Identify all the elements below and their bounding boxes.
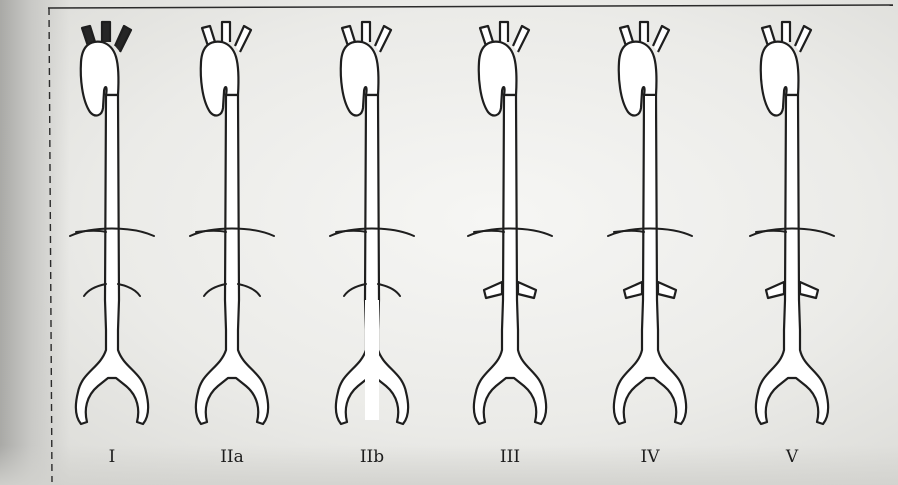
renal-artery-right: [800, 282, 818, 298]
aorta-type-iia: [190, 22, 274, 424]
aorta-type-v: [750, 22, 834, 424]
renal-artery-left: [624, 282, 642, 298]
type-label: V: [785, 447, 799, 467]
renal-artery-right: [658, 282, 676, 298]
type-label: I: [109, 447, 116, 467]
renal-artery-left: [204, 284, 226, 296]
supra-aortic-branch: [795, 26, 811, 52]
supra-aortic-branch: [640, 22, 648, 42]
renal-artery-left: [484, 282, 502, 298]
intercostal-branch: [474, 231, 504, 232]
renal-artery-left: [344, 284, 366, 296]
aorta-type-iii: [468, 22, 552, 424]
aorta-type-iv: [608, 22, 692, 424]
supra-aortic-branch: [782, 22, 790, 42]
supra-aortic-branch: [500, 22, 508, 42]
renal-artery-right: [238, 284, 260, 296]
renal-artery-right: [378, 284, 400, 296]
supra-aortic-branch: [222, 22, 230, 42]
supra-aortic-branch: [102, 22, 110, 42]
supra-aortic-branch: [115, 26, 131, 52]
intercostal-branch: [614, 231, 644, 232]
aorta-type-i: [70, 22, 154, 424]
frame-left-line: [49, 8, 52, 482]
intercostal-branch: [196, 231, 226, 232]
supra-aortic-branch: [235, 26, 251, 52]
descending-aorta: [196, 95, 268, 424]
supra-aortic-branch: [362, 22, 370, 42]
descending-aorta: [474, 95, 546, 424]
intercostal-branch: [76, 231, 106, 232]
type-label: III: [500, 447, 520, 467]
supra-aortic-branch: [653, 26, 669, 52]
intercostal-branch: [336, 231, 366, 232]
aorta-figures: [70, 22, 834, 424]
unaffected-segment: [365, 300, 379, 420]
type-label: IIa: [220, 447, 244, 467]
aorta-type-iib: [330, 22, 414, 424]
renal-artery-right: [118, 284, 140, 296]
frame-top-line: [48, 5, 893, 8]
supra-aortic-branch: [375, 26, 391, 52]
unaffected-segment: [645, 96, 655, 264]
renal-artery-left: [84, 284, 106, 296]
renal-artery-left: [766, 282, 784, 298]
type-labels: I IIa IIb III IV V: [109, 447, 799, 467]
type-label: IIb: [360, 447, 384, 467]
descending-aorta: [756, 95, 828, 424]
descending-aorta: [76, 95, 148, 424]
intercostal-branch: [756, 231, 786, 232]
type-label: IV: [641, 447, 661, 467]
renal-artery-right: [518, 282, 536, 298]
supra-aortic-branch: [513, 26, 529, 52]
